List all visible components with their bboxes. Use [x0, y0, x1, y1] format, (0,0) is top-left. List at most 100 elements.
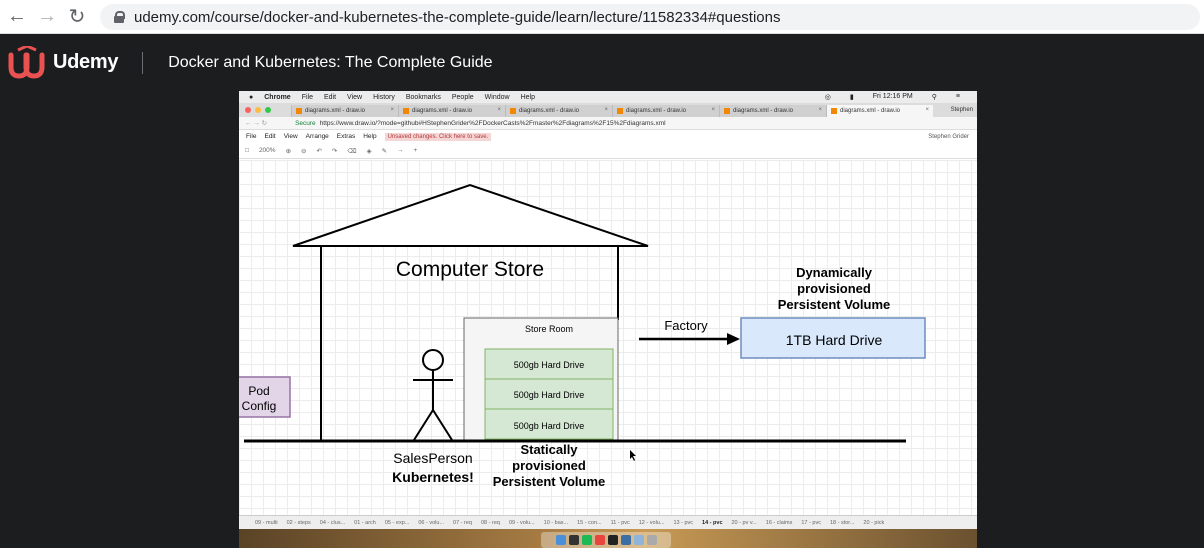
- chrome-tab-label: diagrams.xml - draw.io: [733, 108, 794, 114]
- url-field[interactable]: udemy.com/course/docker-and-kubernetes-t…: [100, 4, 1200, 30]
- page-tab: 18 - stor...: [829, 519, 855, 526]
- window-controls: [245, 107, 271, 113]
- zoom-in-icon: ⊕: [285, 147, 292, 155]
- delete-icon: ⌫: [347, 147, 357, 155]
- spotify-icon: [581, 535, 592, 545]
- mouse-cursor-icon: [630, 450, 636, 461]
- page-tab: 06 - volu...: [418, 519, 445, 526]
- page-tab: 10 - bas...: [543, 519, 569, 526]
- zoom-out-icon: ⊖: [301, 147, 307, 155]
- page-tab: 01 - arch: [354, 519, 376, 526]
- salesperson-figure: [413, 349, 453, 441]
- insert-icon: +: [413, 147, 418, 154]
- drawio-menubar: File Edit View Arrange Extras Help Unsav…: [239, 130, 977, 143]
- unsaved-notice: Unsaved changes. Click here to save.: [384, 132, 492, 141]
- battery-icon: ▮: [849, 94, 854, 101]
- chrome-tab: diagrams.xml - draw.io×: [291, 105, 398, 117]
- course-title[interactable]: Docker and Kubernetes: The Complete Guid…: [168, 53, 493, 71]
- drawio-favicon-icon: [403, 108, 409, 114]
- wifi-icon: ◎: [824, 94, 831, 101]
- pod-config-box: [239, 376, 291, 418]
- chrome-tab: diagrams.xml - draw.io×: [398, 105, 505, 117]
- mac-menu-people: People: [451, 93, 474, 101]
- static-label-line2: provisioned: [512, 458, 586, 473]
- line-color-icon: ✎: [381, 147, 388, 155]
- mac-menu-help: Help: [520, 93, 535, 101]
- page-tab: 02 - steps: [286, 519, 311, 526]
- redo-icon: ↷: [331, 147, 338, 155]
- page-tab: 20 - pv v...: [731, 519, 757, 526]
- drawio-menu-help: Help: [363, 133, 377, 140]
- zoom-level: 200%: [258, 147, 276, 154]
- mac-menu-view: View: [347, 93, 363, 101]
- static-label-line1: Statically: [520, 442, 578, 457]
- drawio-toolbar: □ 200% ⊕ ⊖ ↶ ↷ ⌫ ◈ ✎ → +: [239, 143, 977, 159]
- chrome-tab-label: diagrams.xml - draw.io: [840, 108, 901, 114]
- page-tab: 13 - pvc: [673, 519, 694, 526]
- chrome-tab: diagrams.xml - draw.io×: [505, 105, 612, 117]
- pod-config-line1: Pod: [248, 384, 269, 398]
- lock-icon: [114, 11, 125, 23]
- chrome-tab-label: diagrams.xml - draw.io: [626, 108, 687, 114]
- chrome-tabstrip: diagrams.xml - draw.io × diagrams.xml - d…: [239, 103, 977, 117]
- mac-menubar: ● Chrome File Edit View History Bookmark…: [239, 91, 977, 103]
- page-tab: 09 - volu...: [508, 519, 535, 526]
- spotlight-icon: ⚲: [931, 94, 937, 101]
- back-arrow-icon[interactable]: ←: [7, 5, 27, 27]
- chrome-profile-name: Stephen: [950, 107, 973, 113]
- forward-arrow-icon[interactable]: →: [37, 5, 57, 27]
- browser-address-bar: ← → ↻ udemy.com/course/docker-and-kubern…: [0, 0, 1204, 34]
- static-label-line3: Persistent Volume: [493, 474, 605, 489]
- diagram: Computer Store Store Room 500gb Hard Dri…: [239, 183, 926, 489]
- hard-drive-3: [484, 408, 614, 440]
- dynamic-label-line1: Dynamically: [796, 265, 873, 280]
- store-room-label: Store Room: [525, 324, 573, 334]
- hard-drive-label: 500gb Hard Drive: [514, 390, 585, 400]
- chrome-tab-active: diagrams.xml - draw.io ×: [826, 105, 933, 117]
- page-tab: 14 - pvc: [702, 519, 723, 526]
- hard-drive-label: 500gb Hard Drive: [514, 360, 585, 370]
- udemy-logo-icon: [8, 45, 45, 79]
- close-tab-icon: ×: [925, 107, 929, 113]
- big-hard-drive-label: 1TB Hard Drive: [786, 332, 883, 348]
- drawio-menu-extras: Extras: [336, 133, 356, 140]
- terminal-icon: [607, 535, 618, 545]
- drawio-favicon-icon: [724, 108, 730, 114]
- course-header: Udemy Docker and Kubernetes: The Complet…: [0, 34, 1204, 91]
- header-divider: [142, 51, 144, 74]
- mac-menu-edit: Edit: [323, 93, 337, 101]
- inner-url: https://www.draw.io/?mode=github#HStephe…: [319, 119, 666, 127]
- big-hard-drive: [740, 317, 926, 359]
- inner-omnibox: ← → ↻ Secure https://www.draw.io/?mode=g…: [239, 117, 977, 130]
- drawio-user: Stephen Grider: [928, 133, 969, 140]
- menu-list-icon: ≡: [955, 93, 960, 100]
- salesperson-role: Kubernetes!: [392, 469, 474, 485]
- drawio-menu-file: File: [246, 133, 257, 140]
- inner-nav-arrows-icon: ← → ↻: [245, 120, 268, 127]
- drawio-menu-arrange: Arrange: [305, 133, 329, 140]
- pod-config-line2: Config: [242, 399, 277, 413]
- github-icon: [568, 535, 579, 545]
- chrome-tab-label: diagrams.xml - draw.io: [519, 108, 580, 114]
- hard-drive-2: [484, 378, 614, 410]
- lecture-video[interactable]: ● Chrome File Edit View History Bookmark…: [239, 91, 977, 548]
- dynamic-label-line2: provisioned: [797, 281, 871, 296]
- maximize-window-icon: [265, 107, 271, 113]
- mac-menu-bookmarks: Bookmarks: [405, 93, 441, 101]
- apple-icon: ●: [249, 93, 254, 101]
- page-tab: 17 - pvc: [801, 519, 821, 526]
- factory-label: Factory: [664, 318, 708, 333]
- close-tab-icon: ×: [390, 107, 394, 113]
- page-tab: 15 - con...: [577, 519, 602, 526]
- mac-menu-history: History: [373, 93, 395, 101]
- salesperson-label: SalesPerson: [393, 450, 472, 466]
- drawio-favicon-icon: [296, 108, 302, 114]
- udemy-logo[interactable]: Udemy: [8, 45, 119, 80]
- brand-name: Udemy: [53, 51, 119, 73]
- reload-icon[interactable]: ↻: [68, 6, 86, 28]
- trash-icon: [646, 535, 657, 545]
- secure-label: Secure: [295, 119, 316, 127]
- store-title: Computer Store: [396, 258, 544, 281]
- fill-color-icon: ◈: [366, 147, 372, 155]
